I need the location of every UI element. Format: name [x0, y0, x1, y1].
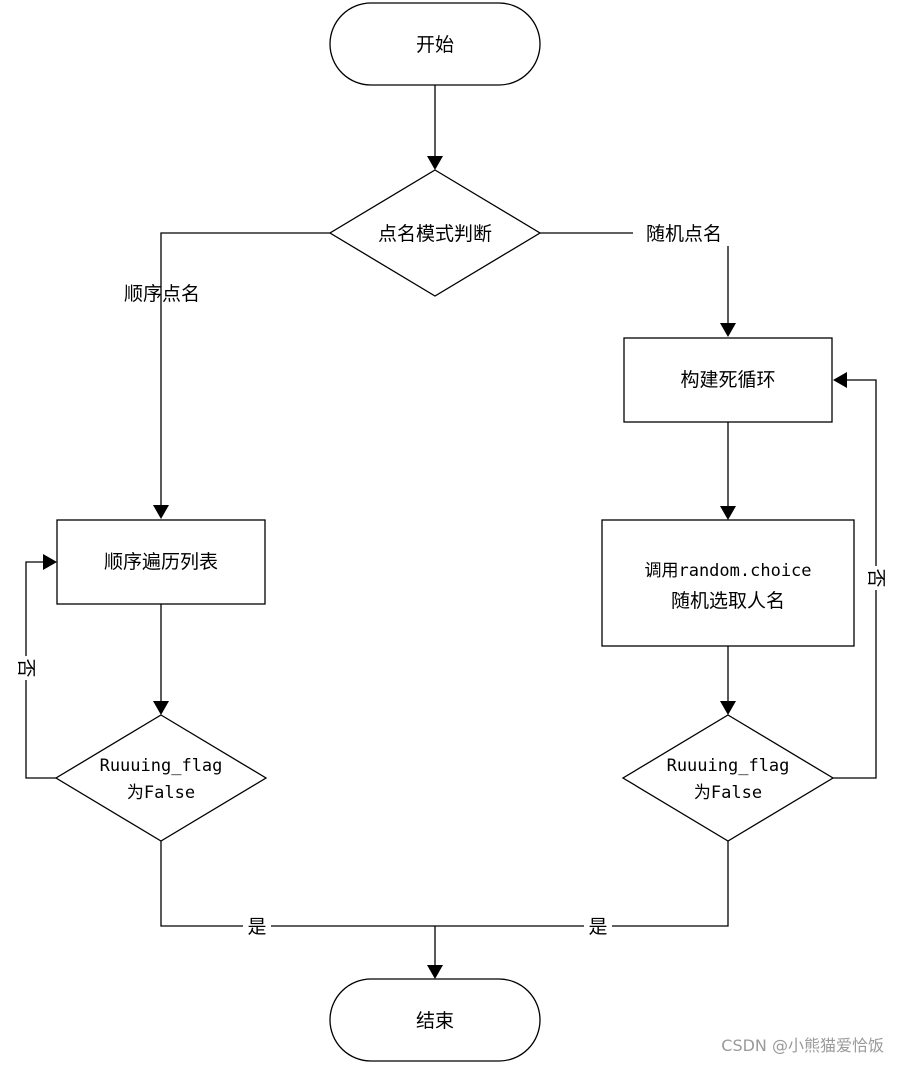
right-flag-diamond — [621, 714, 835, 842]
mode-decision-label: 点名模式判断 — [378, 223, 492, 245]
left-flag-diamond — [54, 714, 268, 842]
arrowhead — [720, 506, 736, 520]
end-label: 结束 — [416, 1010, 454, 1032]
left-no-label-bg — [15, 656, 37, 680]
random-choice-label-2: 随机选取人名 — [671, 590, 785, 612]
right-flag-label-2: 为False — [694, 783, 762, 803]
connector-sequential — [160, 232, 330, 505]
connector-random — [540, 232, 729, 323]
arrowhead — [427, 156, 443, 170]
left-no-label: 否 — [15, 658, 37, 677]
right-yes-label: 是 — [588, 916, 607, 938]
right-no-label-bg — [865, 566, 887, 590]
connector-left-yes — [160, 841, 435, 927]
left-yes-label: 是 — [247, 916, 266, 938]
arrowhead — [153, 505, 169, 519]
arrowhead — [153, 701, 169, 715]
right-flag-label-1: Ruuuing_flag — [667, 756, 790, 776]
arrowhead — [427, 965, 443, 979]
start-label: 开始 — [416, 34, 454, 56]
random-choice-label-1: 调用random.choice — [644, 561, 811, 581]
end-terminal — [329, 978, 541, 1062]
watermark: CSDN @小熊猫爱恰饭 — [721, 1036, 884, 1055]
left-flag-label-2: 为False — [127, 783, 195, 803]
connector-right-yes — [435, 841, 729, 927]
infinite-loop-label: 构建死循环 — [680, 369, 775, 391]
arrowhead — [833, 372, 847, 388]
random-edge-label-bg — [633, 220, 735, 246]
arrowhead — [720, 701, 736, 715]
left-flag-label-1: Ruuuing_flag — [100, 756, 223, 776]
right-yes-label-bg — [584, 913, 612, 939]
mode-decision-diamond — [328, 169, 542, 297]
sequential-traverse-label: 顺序遍历列表 — [104, 551, 218, 573]
arrowhead — [720, 323, 736, 337]
random-edge-label: 随机点名 — [646, 223, 722, 245]
sequential-edge-label: 顺序点名 — [124, 283, 200, 305]
right-no-label: 否 — [865, 568, 887, 587]
random-choice-box — [601, 519, 855, 647]
left-yes-label-bg — [243, 913, 271, 939]
arrowhead — [43, 554, 57, 570]
